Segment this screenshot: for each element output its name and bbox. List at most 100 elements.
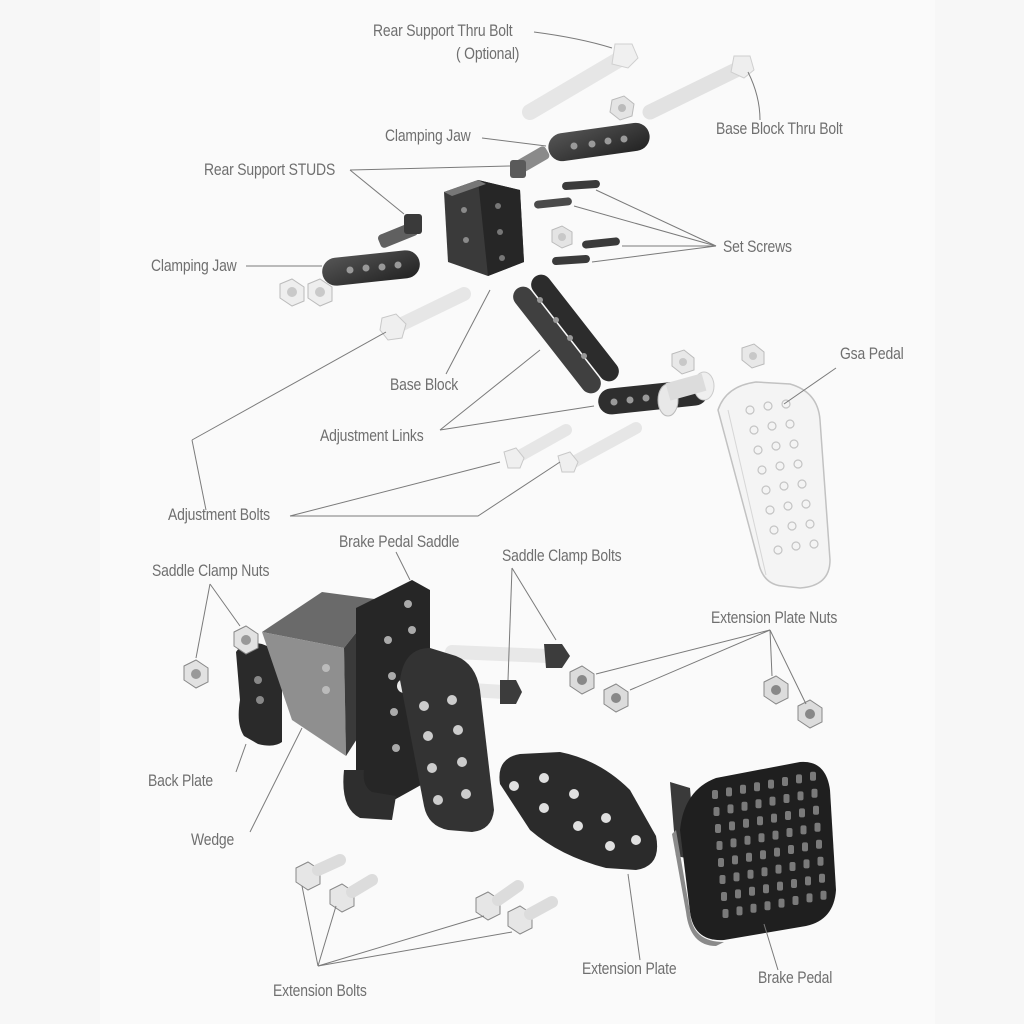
label-extension-plate-nuts: Extension Plate Nuts — [711, 608, 838, 627]
adjustment-bolt-left — [379, 287, 471, 341]
label-brake-pedal-saddle: Brake Pedal Saddle — [339, 532, 460, 551]
extension-plate — [499, 752, 658, 870]
label-extension-bolts: Extension Bolts — [273, 981, 367, 1000]
tread-stud — [805, 876, 811, 886]
label-adjustment-bolts: Adjustment Bolts — [168, 505, 270, 524]
tread-stud — [813, 805, 819, 815]
label-clamping-jaw-top: Clamping Jaw — [385, 126, 471, 145]
label-rear-support-studs: Rear Support STUDS — [204, 160, 336, 179]
tread-stud — [735, 889, 741, 899]
tread-stud — [741, 801, 748, 811]
label-gas-pedal: Gsa Pedal — [840, 344, 904, 363]
extension-plate-nuts — [569, 665, 823, 729]
gas-pedal — [717, 381, 831, 589]
tread-stud — [786, 828, 793, 837]
clamping-jaw-nuts — [279, 278, 333, 307]
tread-stud — [713, 807, 720, 816]
base-block-thru-bolt — [642, 55, 755, 120]
tread-stud — [792, 896, 799, 905]
clamping-jaw-left — [322, 250, 420, 286]
tread-stud — [755, 799, 762, 809]
tread-stud — [814, 822, 821, 832]
tread-stud — [772, 830, 779, 840]
tread-stud — [721, 892, 727, 901]
tread-stud — [730, 838, 737, 848]
tread-stud — [819, 873, 825, 883]
label-base-block: Base Block — [390, 375, 459, 394]
tread-stud — [785, 811, 791, 820]
tread-stud — [712, 790, 718, 799]
tread-stud — [715, 824, 721, 833]
tread-stud — [763, 884, 769, 894]
tread-stud — [726, 787, 732, 797]
tread-stud — [761, 867, 768, 877]
base-block — [444, 180, 524, 276]
label-wedge: Wedge — [191, 830, 235, 849]
extension-bolts — [295, 854, 558, 935]
tread-stud — [771, 813, 777, 823]
tread-stud — [803, 859, 810, 869]
adjustment-bolts-middle — [503, 422, 642, 473]
thru-bolt-nut — [609, 95, 635, 121]
tread-stud — [806, 893, 813, 903]
tread-stud — [743, 818, 749, 828]
back-plate — [236, 643, 282, 746]
tread-stud — [749, 886, 755, 896]
tread-stud — [810, 771, 816, 781]
tread-stud — [789, 862, 796, 871]
clamping-jaw-top — [548, 122, 650, 162]
tread-stud — [719, 875, 726, 884]
tread-stud — [782, 777, 788, 786]
set-screw-nut — [551, 225, 573, 249]
rear-support-stud-upper — [510, 146, 550, 178]
adjustment-link-2 — [531, 274, 619, 382]
tread-stud — [754, 782, 760, 792]
tread-stud — [757, 816, 763, 826]
tread-stud — [820, 890, 827, 900]
tread-stud — [775, 864, 782, 874]
adjustment-link-3 — [598, 371, 715, 417]
gas-pedal-nuts — [671, 343, 765, 375]
tread-stud — [791, 879, 797, 888]
tread-stud — [764, 901, 771, 911]
label-brake-pedal: Brake Pedal — [758, 968, 833, 987]
label-rear-support-thru-bolt: Rear Support Thru Bolt — [373, 21, 513, 40]
label-base-block-thru-bolt: Base Block Thru Bolt — [716, 119, 843, 138]
tread-stud — [746, 852, 752, 862]
label-set-screws: Set Screws — [723, 237, 792, 256]
tread-stud — [758, 833, 765, 843]
brake-pedal-saddle — [343, 580, 430, 820]
tread-stud — [716, 841, 723, 850]
tread-stud — [740, 784, 746, 794]
tread-stud — [760, 850, 766, 860]
tread-stud — [788, 845, 794, 854]
tread-stud — [733, 872, 740, 882]
rear-support-thru-bolt — [522, 43, 639, 120]
adjustment-link-1 — [513, 286, 601, 394]
label-saddle-clamp-nuts: Saddle Clamp Nuts — [152, 561, 270, 580]
tread-stud — [729, 821, 735, 831]
label-saddle-clamp-bolts: Saddle Clamp Bolts — [502, 546, 622, 565]
label-rear-support-thru-bolt-note: ( Optional) — [456, 44, 520, 63]
tread-stud — [816, 839, 822, 849]
tread-stud — [718, 858, 724, 867]
leader-lines — [191, 31, 837, 971]
label-back-plate: Back Plate — [148, 771, 213, 790]
tread-stud — [774, 847, 780, 857]
tread-stud — [736, 906, 743, 916]
tread-stud — [778, 898, 785, 908]
rear-support-stud-lower — [378, 214, 422, 248]
tread-stud — [744, 835, 751, 845]
tread-stud — [769, 796, 776, 806]
tread-stud — [802, 842, 808, 852]
tread-stud — [747, 869, 754, 879]
tread-stud — [732, 855, 738, 865]
tread-stud — [797, 791, 804, 801]
tread-stud — [799, 808, 805, 818]
tread-stud — [796, 774, 802, 784]
tread-stud — [768, 779, 774, 789]
tread-stud — [783, 794, 790, 803]
tread-stud — [777, 881, 783, 891]
label-clamping-jaw-left: Clamping Jaw — [151, 256, 237, 275]
